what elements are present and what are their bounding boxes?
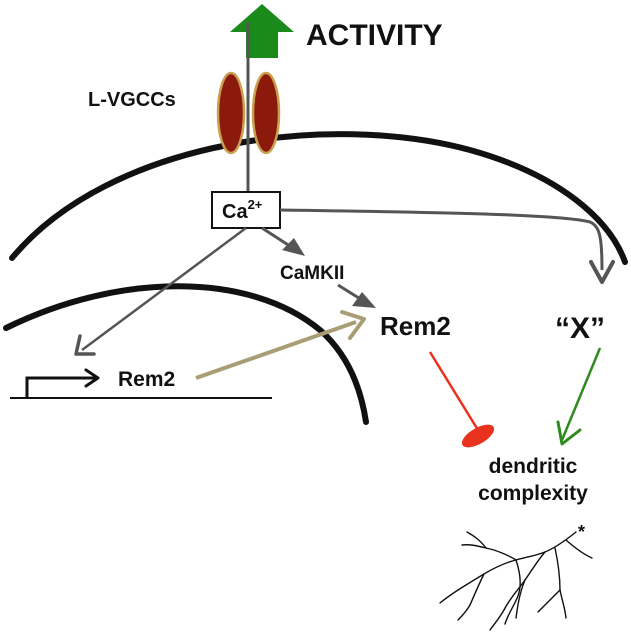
- l-vgcc-channel-left: [216, 71, 246, 155]
- neuron-soma-asterisk: *: [578, 522, 585, 542]
- nuclear-membrane: [3, 283, 369, 425]
- rem2-gene-label: Rem2: [118, 368, 175, 391]
- dendritic-complexity-line2: complexity: [478, 482, 588, 505]
- calcium-to-nucleus-arrowhead: [74, 334, 96, 356]
- neuron-dendrite-drawing: [439, 531, 593, 631]
- inhibition-bar: [461, 424, 495, 448]
- x-factor-label: “X”: [555, 312, 605, 345]
- calcium-to-nucleus-arrow: [81, 226, 247, 352]
- l-vgcc-channel-right: [251, 71, 281, 155]
- x-promotion-arrowhead: [556, 420, 582, 446]
- rem2-protein-label: Rem2: [380, 311, 451, 341]
- camkii-label: CaMKII: [280, 263, 344, 284]
- promoter-arrow-icon: [84, 368, 100, 388]
- cell-membrane: [9, 131, 628, 265]
- translation-arrow: [195, 320, 357, 380]
- translation-arrowhead: [340, 310, 366, 340]
- calcium-to-x-arrowhead: [589, 260, 615, 284]
- promoter-arrow: [25, 376, 96, 398]
- camkii-to-rem2-arrow: [337, 283, 363, 302]
- activity-label: ACTIVITY: [306, 19, 443, 52]
- camkii-to-rem2-arrowhead: [352, 292, 376, 308]
- calcium-to-x-arrow: [279, 208, 604, 271]
- calcium-to-camkii-arrowhead: [282, 238, 305, 256]
- activity-up-arrow-icon: [230, 4, 294, 58]
- calcium-label: Ca2+: [222, 197, 263, 223]
- l-vgcc-label: L-VGCCs: [88, 89, 176, 111]
- x-promotion-line: [560, 347, 602, 441]
- rem2-inhibition-line: [428, 351, 480, 431]
- dendritic-complexity-line1: dendritic: [489, 455, 578, 478]
